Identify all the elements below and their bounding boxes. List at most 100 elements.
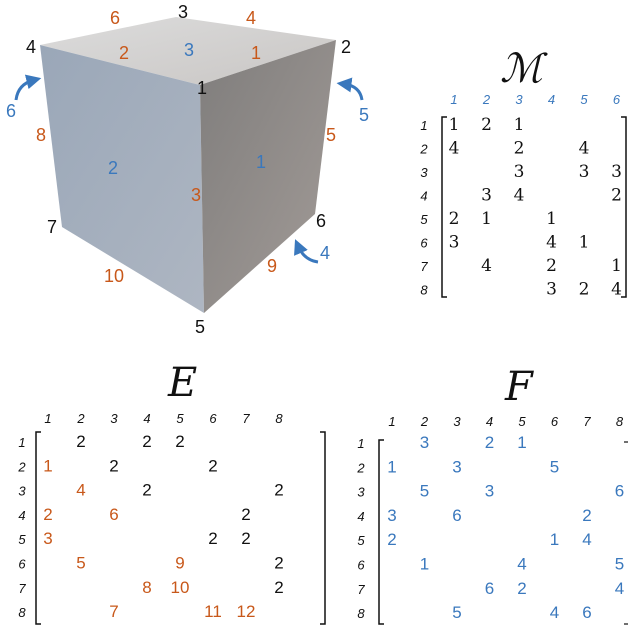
- rotation-arrow-6: [14, 74, 42, 101]
- matrix-e-col-header: 5: [176, 411, 184, 426]
- edge-label-8: 8: [36, 125, 46, 145]
- matrix-e-cell: 8: [142, 578, 151, 597]
- matrix-m-right-bracket: [621, 116, 627, 298]
- matrix-m-cell: 1: [611, 256, 622, 276]
- cube-edge-labels: 6 4 2 1 8 5 3 9 10: [36, 8, 336, 286]
- matrix-e-right-bracket: [320, 431, 326, 625]
- rotation-arrow-5: [336, 77, 364, 101]
- matrix-f-cell: 3: [420, 433, 429, 452]
- rotation-arrow-4: [294, 239, 319, 264]
- matrix-f-col-header: 5: [518, 414, 526, 429]
- matrix-e-left-bracket: [35, 431, 41, 625]
- matrix-e-col-header: 8: [275, 411, 283, 426]
- matrix-e-col-header: 3: [110, 411, 118, 426]
- matrix-e-cell: 2: [208, 529, 217, 548]
- matrix-m-cell: 1: [579, 233, 590, 253]
- matrix-e-row-header: 1: [18, 435, 25, 450]
- matrix-e-cell: 6: [109, 505, 118, 524]
- matrix-f-cell: 6: [615, 482, 624, 501]
- matrix-m-cell: 4: [514, 186, 525, 206]
- matrix-m-row-header: 8: [420, 283, 428, 298]
- matrix-f-cell: 1: [517, 433, 526, 452]
- matrix-m-cell: 3: [611, 162, 622, 182]
- rotation-arrows: 6 5 4: [6, 74, 369, 264]
- matrix-m-col-header: 3: [515, 92, 523, 107]
- matrix-f-cell: 6: [485, 579, 494, 598]
- edge-label-3: 3: [191, 185, 201, 205]
- edge-label-4: 4: [246, 8, 256, 28]
- matrix-f-col-header: 6: [551, 414, 559, 429]
- matrix-e-cell: 5: [76, 554, 85, 573]
- matrix-e-cell: 2: [175, 432, 184, 451]
- vertex-label-3: 3: [178, 2, 188, 22]
- cube: [40, 17, 336, 313]
- matrix-m-cell: 3: [449, 233, 460, 253]
- matrix-f-cell: 6: [582, 603, 591, 622]
- matrix-f-cell: 2: [485, 433, 494, 452]
- rotation-label-4: 4: [320, 243, 330, 263]
- matrix-e-title: E: [167, 360, 197, 406]
- matrix-f-row-header: 8: [357, 606, 365, 621]
- matrix-m-cell: 3: [514, 162, 525, 182]
- matrix-f-row-header: 5: [357, 533, 365, 548]
- cube-top-face: [40, 17, 336, 85]
- vertex-label-7: 7: [47, 217, 57, 237]
- edge-label-10: 10: [104, 266, 124, 286]
- edge-label-1: 1: [251, 43, 261, 63]
- matrix-e-row-header: 5: [18, 532, 26, 547]
- matrix-f-col-header: 7: [583, 414, 591, 429]
- matrix-m-cell: 2: [449, 209, 460, 229]
- matrix-f-cell: 4: [582, 530, 591, 549]
- matrix-e-cell: 2: [241, 529, 250, 548]
- matrix-m-cell: 2: [611, 186, 622, 206]
- matrix-f-row-header: 4: [357, 509, 364, 524]
- matrix-f-cell: 1: [387, 457, 396, 476]
- matrix-m-col-header: 6: [613, 92, 621, 107]
- matrix-f-col-header: 8: [616, 414, 624, 429]
- matrix-f-cell: 4: [550, 603, 559, 622]
- matrix-e-cell: 1: [43, 456, 52, 475]
- matrix-e-col-header: 6: [209, 411, 217, 426]
- matrix-f-row-header: 2: [356, 460, 365, 475]
- matrix-e-row-header: 7: [18, 581, 26, 596]
- matrix-f-cell: 5: [420, 482, 429, 501]
- matrix-e-cell: 2: [142, 432, 151, 451]
- matrix-f-cell: 4: [615, 579, 624, 598]
- matrix-e-row-header: 2: [17, 459, 26, 474]
- matrix-f-cell: 2: [582, 506, 591, 525]
- matrix-e-cell: 3: [43, 529, 52, 548]
- matrix-m-cell: 1: [449, 115, 460, 135]
- face-label-3: 3: [184, 40, 194, 60]
- matrix-m-row-header: 3: [420, 165, 428, 180]
- matrix-m-row-header: 7: [420, 259, 428, 274]
- vertex-label-4: 4: [26, 37, 36, 57]
- matrix-m-cell: 4: [579, 139, 590, 159]
- matrix-m-cell: 4: [449, 139, 460, 159]
- matrix-f-cell: 6: [452, 506, 461, 525]
- matrix-e-cell: 2: [109, 456, 118, 475]
- matrix-e-col-header: 4: [143, 411, 150, 426]
- matrix-e-cell: 9: [175, 554, 184, 573]
- matrix-m-row-header: 6: [420, 236, 428, 251]
- matrix-e-cell: 12: [237, 602, 256, 621]
- matrix-e-cell: 2: [274, 554, 283, 573]
- matrix-e-row-header: 6: [18, 557, 26, 572]
- matrix-f-row-header: 6: [357, 558, 365, 573]
- matrix-f-cell: 5: [550, 457, 559, 476]
- matrix-m-cell: 4: [546, 233, 557, 253]
- matrix-f-cell: 3: [485, 482, 494, 501]
- edge-label-2: 2: [119, 43, 129, 63]
- matrix-f-row-header: 3: [357, 485, 365, 500]
- matrix-f-cell: 3: [452, 457, 461, 476]
- matrix-m-col-header: 1: [450, 92, 457, 107]
- matrix-e-cell: 11: [204, 602, 222, 621]
- matrix-e-cell: 2: [43, 505, 52, 524]
